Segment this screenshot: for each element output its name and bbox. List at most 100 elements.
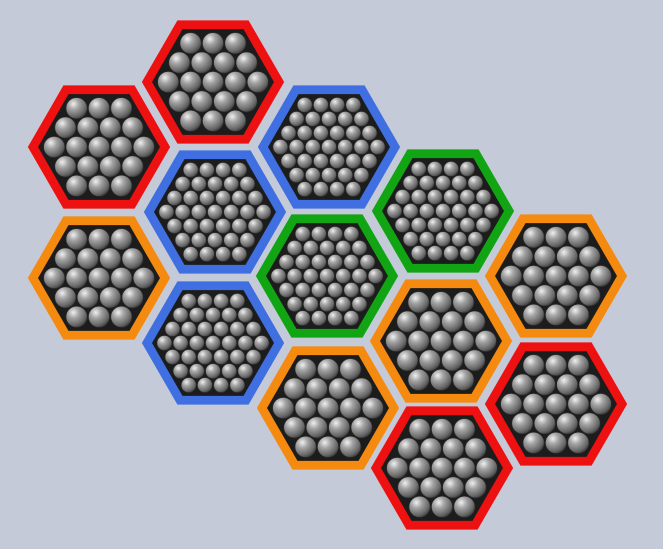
sphere [43,267,66,289]
sphere [191,232,207,248]
sphere [180,321,197,337]
sphere [327,254,343,270]
sphere [533,245,556,268]
hex-blue-mid [143,150,287,274]
sphere [353,111,370,127]
sphere [533,412,556,435]
sphere [386,203,403,219]
sphere [397,476,420,499]
sphere [402,231,419,247]
sphere [321,139,337,155]
sphere [511,284,534,307]
sphere [246,71,269,93]
sphere [190,90,213,113]
sphere [311,254,327,270]
sphere [213,51,236,74]
sphere [278,254,295,270]
sphere [239,176,256,192]
sphere [288,139,305,155]
sphere [337,111,354,127]
sphere [296,181,313,197]
sphere [567,431,590,454]
sphere [452,291,475,314]
sphere [407,368,430,391]
hex-blue-bottom [141,281,285,405]
sphere [385,330,408,352]
sphere [402,175,419,191]
sphere [313,125,329,141]
sphere [110,305,133,328]
sphere [88,136,110,158]
sphere [463,349,486,372]
sphere [164,349,181,365]
sphere [121,155,144,178]
sphere [304,111,321,127]
sphere [166,218,183,234]
sphere [99,247,122,270]
sphere [522,431,545,454]
sphere [189,363,205,379]
sphere [286,268,303,284]
sphere [76,155,99,178]
sphere [545,393,567,415]
sphere [578,245,601,268]
sphere [453,457,476,479]
sphere [313,153,329,169]
sphere [589,393,612,415]
sphere [329,97,345,113]
sphere [54,155,77,178]
sphere [174,204,191,220]
sphere [110,174,133,197]
sphere [255,204,272,220]
sphere [343,310,360,326]
sphere [294,397,317,419]
hex-red-right [484,342,628,466]
sphere [435,231,451,247]
sphere [567,354,590,377]
sphere [443,161,459,177]
sphere [453,495,476,518]
sphere [511,412,534,435]
sphere [294,358,317,381]
sphere [328,416,351,439]
sphere [245,321,262,337]
sphere [43,136,66,158]
sphere [464,437,487,460]
sphere [283,416,306,439]
sphere [202,71,224,93]
sphere [65,305,88,328]
sphere [190,51,213,74]
sphere [431,495,453,518]
sphere [65,267,88,289]
sphere [235,51,258,74]
sphere [207,204,223,220]
sphere [435,203,451,219]
sphere [443,245,459,261]
sphere [235,90,258,113]
sphere [451,203,468,219]
sphere [88,228,110,251]
sphere [408,495,431,518]
sphere [410,161,427,177]
sphere [369,139,386,155]
sphere [500,393,523,415]
sphere [272,397,295,419]
sphere [386,457,409,479]
sphere [157,71,180,93]
sphere [321,111,337,127]
sphere [304,167,321,183]
sphere [223,176,239,192]
sphere [410,217,427,233]
sphere [294,435,317,458]
sphere [313,97,329,113]
sphere [402,203,419,219]
sphere [231,162,248,178]
sphere [443,189,459,205]
sphere [168,51,191,74]
sphere [317,358,339,381]
sphere [533,373,556,396]
sphere [182,162,199,178]
sphere [286,296,303,312]
sphere [321,167,337,183]
